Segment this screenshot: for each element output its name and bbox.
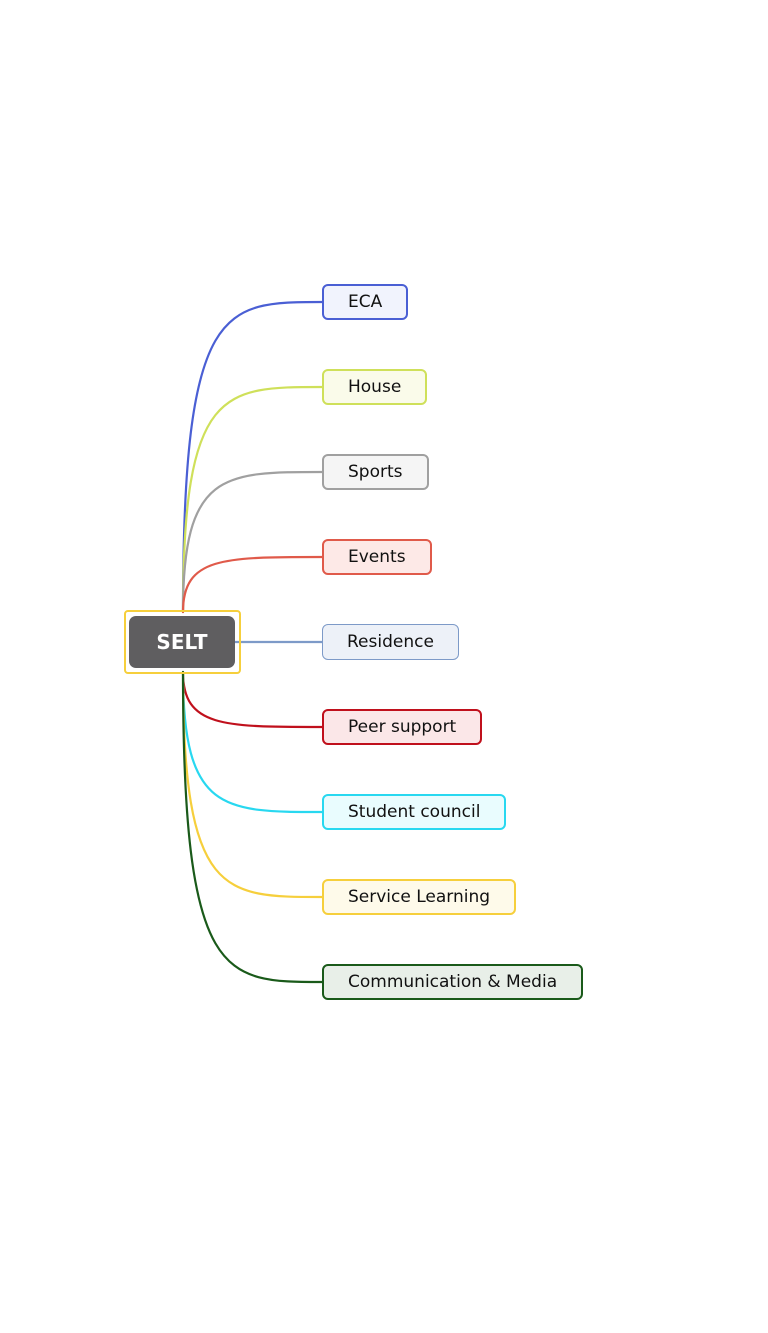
branch-label: ECA [348,292,383,312]
root-node-label: SELT [156,630,208,654]
branch-label: Events [348,547,406,567]
branch-label: Communication & Media [348,972,558,992]
connector-student-council [181,670,324,814]
branch-node-student-council[interactable]: Student council [322,794,507,830]
branch-node-sports[interactable]: Sports [322,454,429,490]
branch-node-peer-support[interactable]: Peer support [322,709,483,745]
branch-node-eca[interactable]: ECA [322,284,409,320]
branch-node-service-learning[interactable]: Service Learning [322,879,517,915]
branch-label: House [348,377,402,397]
branch-node-communication-media[interactable]: Communication & Media [322,964,584,1000]
root-node[interactable]: SELT [129,616,235,668]
branch-label: Residence [347,632,434,652]
connector-house [181,385,324,614]
connector-events [181,555,324,614]
connector-peer-support [181,670,324,729]
branch-node-events[interactable]: Events [322,539,432,575]
root-selection-frame [124,610,241,674]
connector-sports [181,470,324,614]
branch-node-residence[interactable]: Residence [322,624,459,660]
branch-label: Peer support [348,717,457,737]
connector-communication-media [181,670,324,984]
connector-service-learning [181,670,324,899]
branch-node-house[interactable]: House [322,369,428,405]
connector-eca [181,300,324,614]
branch-label: Sports [348,462,403,482]
branch-label: Service Learning [348,887,491,907]
branch-label: Student council [348,802,481,822]
